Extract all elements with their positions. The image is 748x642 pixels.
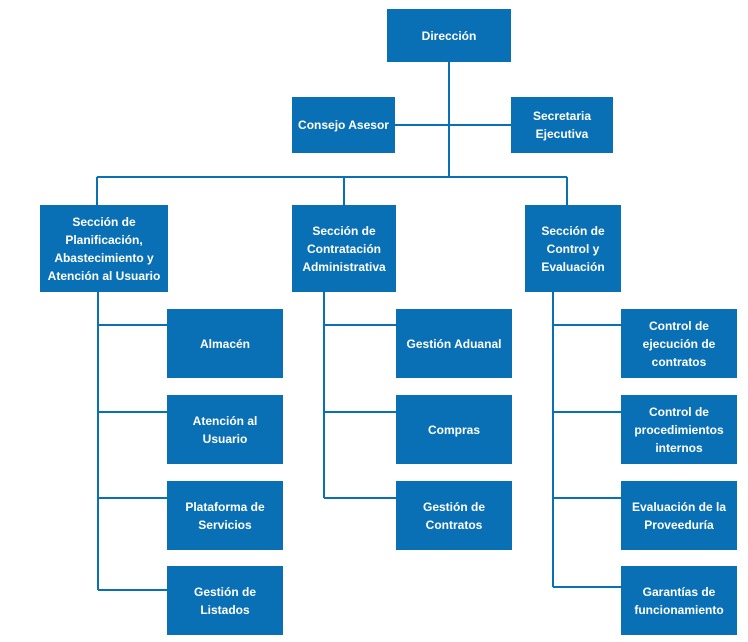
unit-control-procedimientos-box: Control de procedimientos internos — [621, 395, 737, 464]
unit-evaluacion-proveeduria-box: Evaluación de la Proveeduría — [621, 481, 737, 550]
section-planificacion-box: Sección de Planificación, Abastecimiento… — [40, 205, 168, 292]
unit-control-ejecucion-box: Control de ejecución de contratos — [621, 309, 737, 378]
unit-almacen-box: Almacén — [167, 309, 283, 378]
unit-gestion-listados-box: Gestión de Listados — [167, 566, 283, 635]
unit-compras-box: Compras — [396, 395, 512, 464]
unit-gestion-aduanal-box: Gestión Aduanal — [396, 309, 512, 378]
unit-atencion-usuario-box: Atención al Usuario — [167, 395, 283, 464]
secretaria-ejecutiva-box: Secretaria Ejecutiva — [511, 97, 613, 153]
unit-gestion-contratos-box: Gestión de Contratos — [396, 481, 512, 550]
section-contratacion-box: Sección de Contratación Administrativa — [292, 205, 396, 292]
section-control-box: Sección de Control y Evaluación — [525, 205, 621, 292]
unit-garantias-funcionamiento-box: Garantías de funcionamiento — [621, 566, 737, 635]
direccion-box: Dirección — [387, 9, 511, 62]
unit-plataforma-servicios-box: Plataforma de Servicios — [167, 481, 283, 550]
consejo-asesor-box: Consejo Asesor — [292, 97, 395, 153]
